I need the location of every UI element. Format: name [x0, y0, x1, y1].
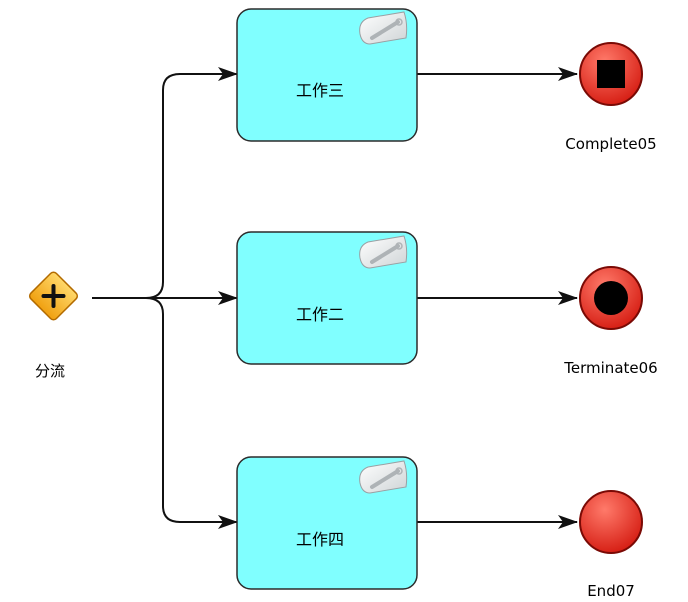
task-label: 工作三 — [296, 81, 344, 100]
task-box[interactable]: 工作四 — [236, 456, 418, 590]
plus-icon — [41, 284, 66, 308]
flow-to-task-1[interactable] — [145, 67, 238, 299]
script-task-icon — [359, 235, 408, 269]
flow-to-task-3[interactable] — [145, 297, 238, 529]
task-label: 工作二 — [296, 305, 344, 324]
complete-end-event[interactable] — [579, 42, 643, 106]
terminate-end-event[interactable] — [579, 266, 643, 330]
task-box[interactable]: 工作三 — [236, 8, 418, 142]
terminate-dot-icon — [594, 281, 628, 315]
gateway-label: 分流 — [35, 362, 65, 380]
stop-square-icon — [597, 60, 625, 88]
end-event[interactable] — [579, 490, 643, 554]
parallel-gateway[interactable] — [28, 271, 79, 322]
connectors — [92, 67, 578, 529]
end-event-label: Terminate06 — [563, 359, 657, 377]
end-event-label: Complete05 — [565, 135, 656, 153]
task-label: 工作四 — [296, 530, 344, 549]
script-task-icon — [359, 11, 408, 45]
script-task-icon — [359, 460, 408, 494]
end-event-label: End07 — [587, 582, 635, 600]
task-box[interactable]: 工作二 — [236, 231, 418, 365]
